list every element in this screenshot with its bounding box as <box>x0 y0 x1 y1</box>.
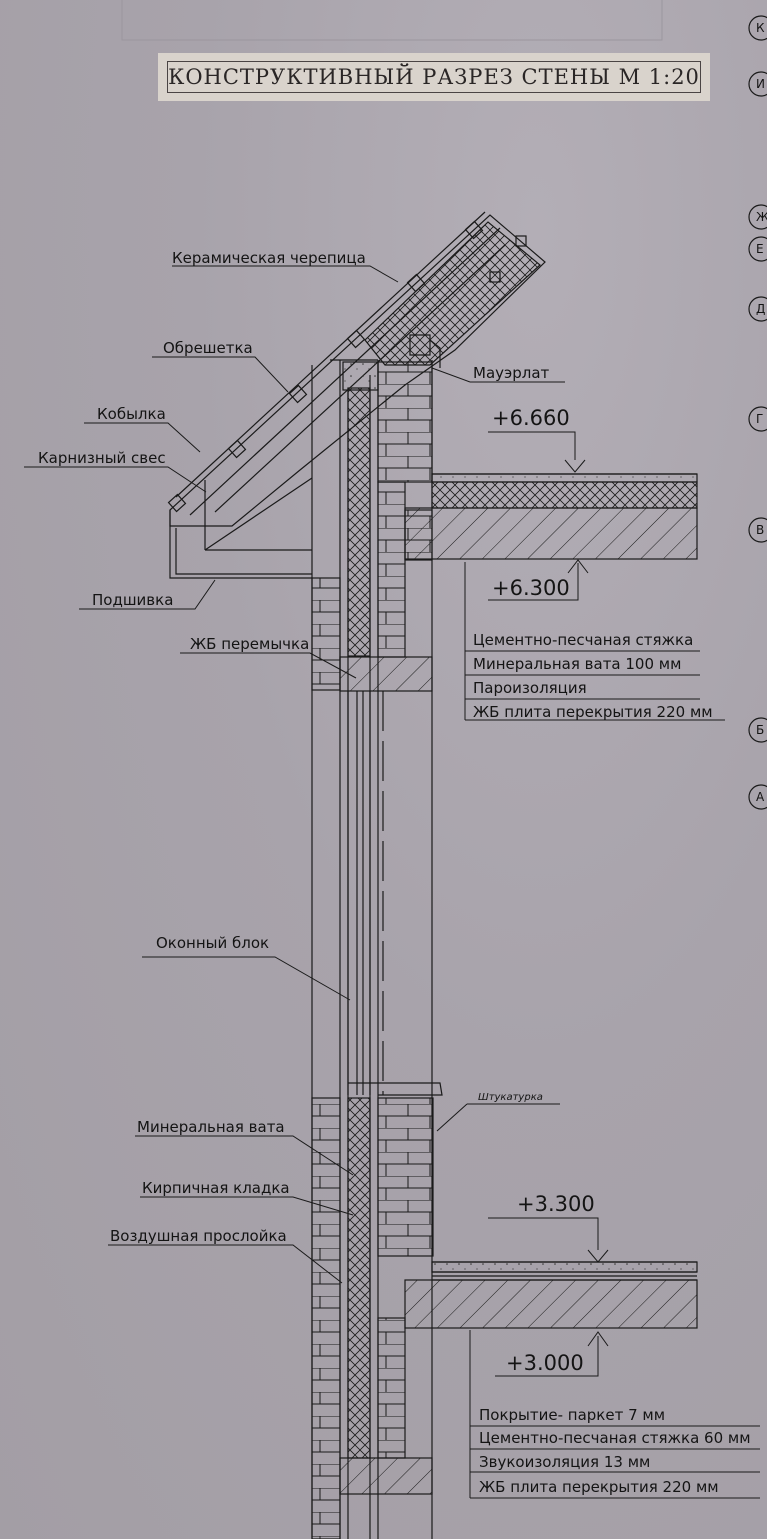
label-lintel: ЖБ перемычка <box>190 635 309 653</box>
level-upper-top: +6.660 <box>492 406 570 430</box>
axis-mark <box>748 15 767 41</box>
wall <box>311 359 443 1539</box>
axis-label-v: В <box>756 523 764 537</box>
battens <box>167 220 527 513</box>
label-brick: Кирпичная кладка <box>142 1179 290 1197</box>
label-tile: Керамическая черепица <box>172 249 366 267</box>
axis-label-zh: Ж <box>756 210 767 224</box>
floor-layer-1: Покрытие- паркет 7 мм <box>479 1406 665 1424</box>
label-mineral-wool: Минеральная вата <box>137 1118 285 1136</box>
floor-layer-3: Звукоизоляция 13 мм <box>479 1453 650 1471</box>
axis-label-k: К <box>756 21 765 35</box>
label-soffit: Подшивка <box>92 591 173 609</box>
roof-layer-1: Цементно-песчаная стяжка <box>473 631 693 649</box>
level-lower-bottom: +3.000 <box>506 1351 584 1375</box>
label-eave: Карнизный свес <box>38 449 166 467</box>
label-window: Оконный блок <box>156 934 269 952</box>
axis-label-e: Е <box>756 242 764 256</box>
label-lathing: Обрешетка <box>163 339 253 357</box>
axis-label-d: Д <box>756 302 765 316</box>
window-block <box>347 691 443 1096</box>
roof <box>167 211 546 579</box>
upper-slab <box>404 473 698 560</box>
axis-label-b: Б <box>756 723 764 737</box>
drawing-title: КОНСТРУКТИВНЫЙ РАЗРЕЗ СТЕНЫ М 1:20 <box>167 61 701 93</box>
axis-mark <box>748 406 767 432</box>
label-filly: Кобылка <box>97 405 166 423</box>
leader-lines <box>24 265 760 1499</box>
roof-layer-3: Пароизоляция <box>473 679 587 697</box>
frame-remnant <box>121 0 663 41</box>
floor-layer-2: Цементно-песчаная стяжка 60 мм <box>479 1429 751 1447</box>
level-lower-top: +3.300 <box>517 1192 595 1216</box>
axis-mark <box>748 717 767 743</box>
label-plaster: Штукатурка <box>478 1092 543 1103</box>
lower-slab <box>404 1261 698 1329</box>
axis-mark <box>748 784 767 810</box>
title-plate: КОНСТРУКТИВНЫЙ РАЗРЕЗ СТЕНЫ М 1:20 <box>158 53 710 101</box>
roof-layer-2: Минеральная вата 100 мм <box>473 655 681 673</box>
axis-label-i: И <box>756 77 765 91</box>
axis-mark <box>748 71 767 97</box>
axis-label-g: Г <box>756 412 763 426</box>
axis-mark <box>748 517 767 543</box>
level-upper-bottom: +6.300 <box>492 576 570 600</box>
axis-mark <box>748 204 767 230</box>
roof-layer-4: ЖБ плита перекрытия 220 мм <box>473 703 713 721</box>
axis-mark <box>748 236 767 262</box>
label-air-gap: Воздушная прослойка <box>110 1227 287 1245</box>
label-mauerlat: Мауэрлат <box>473 364 550 382</box>
axis-mark <box>748 296 767 322</box>
axis-marks <box>748 15 767 810</box>
axis-label-a: А <box>756 790 765 804</box>
floor-layer-4: ЖБ плита перекрытия 220 мм <box>479 1478 719 1496</box>
